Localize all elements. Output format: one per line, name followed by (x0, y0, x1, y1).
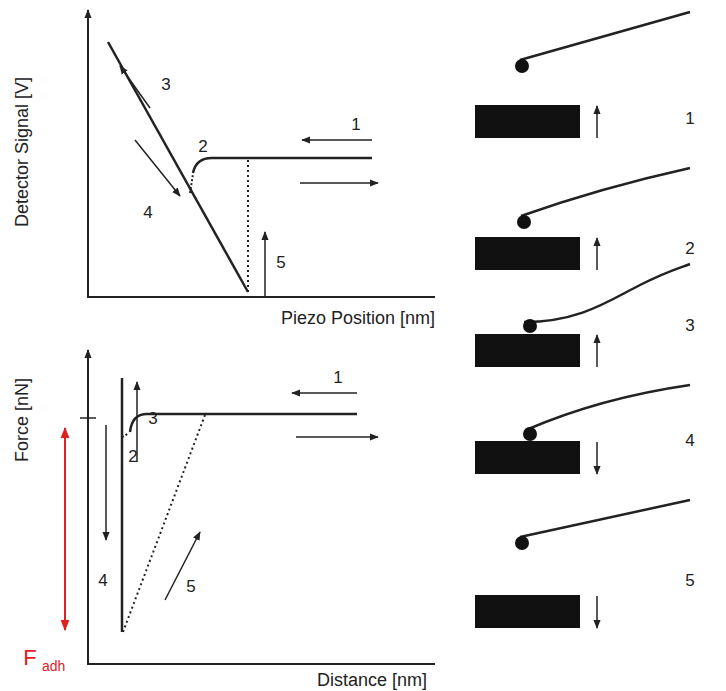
snap-in (122, 433, 129, 437)
force-subscript: adh (42, 659, 65, 673)
cantilever (526, 385, 690, 430)
arrow (296, 436, 378, 438)
callout-number: 2 (198, 138, 207, 155)
callout-number: 4 (143, 204, 152, 221)
tip (523, 427, 537, 441)
callout-number: 3 (685, 317, 694, 334)
sample (475, 237, 580, 270)
axis-title: Distance [nm] (317, 671, 427, 689)
callout-number: 2 (685, 240, 694, 257)
sample (475, 595, 580, 628)
cantilever (520, 500, 690, 537)
arrow (596, 442, 598, 474)
callout-number: 4 (685, 432, 694, 449)
adhesion-arrow (64, 428, 66, 630)
sample (475, 441, 580, 474)
arrow (105, 425, 107, 540)
callout-number: 1 (333, 369, 342, 386)
callout-number: 4 (98, 572, 107, 589)
arrow (120, 66, 150, 108)
cantilever-sketches (475, 12, 690, 628)
arrow (596, 238, 598, 270)
approach-line (193, 158, 372, 173)
contact-line (108, 42, 248, 292)
cantilever (521, 168, 690, 216)
axis-title: Force [nN] (13, 378, 31, 462)
callout-number: 3 (148, 410, 157, 427)
bottom-plot (65, 350, 435, 664)
tip (517, 215, 531, 229)
callout-number: 5 (685, 572, 694, 589)
snap-off (123, 415, 205, 632)
approach-line (130, 414, 357, 432)
top-plot (88, 10, 435, 297)
cantilever (520, 12, 690, 60)
contact-line (121, 378, 124, 632)
tip (515, 536, 529, 550)
axis-title: Detector Signal [V] (13, 77, 31, 227)
sample (475, 334, 580, 367)
arrow (302, 139, 372, 141)
sample (475, 105, 580, 138)
arrow (292, 392, 357, 394)
arrow (300, 182, 378, 184)
callout-number: 3 (161, 76, 170, 93)
tip (523, 319, 537, 333)
force-symbol: F (23, 647, 36, 669)
arrow (264, 232, 266, 296)
zero-tick (80, 417, 96, 419)
callout-number: 5 (186, 578, 195, 595)
snap-in (190, 174, 193, 193)
arrow (596, 106, 598, 138)
axes (88, 10, 435, 297)
callout-number: 1 (685, 110, 694, 127)
callout-number: 2 (128, 448, 137, 465)
axis-title: Piezo Position [nm] (281, 309, 435, 327)
axes (88, 350, 435, 664)
arrow (596, 596, 598, 628)
snap-off (247, 159, 249, 292)
arrow (596, 335, 598, 367)
cantilever (524, 264, 690, 322)
callout-number: 1 (351, 116, 360, 133)
arrow (165, 532, 200, 600)
arrow (135, 140, 180, 196)
callout-number: 5 (276, 254, 285, 271)
tip (515, 59, 529, 73)
